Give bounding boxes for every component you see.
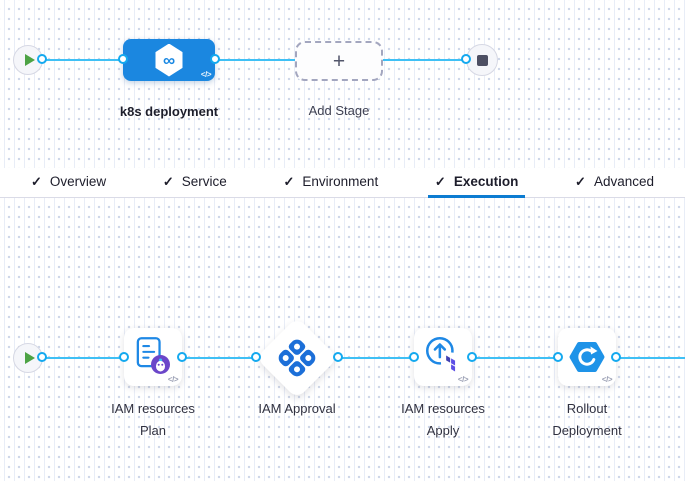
step-label: Plan [139, 423, 167, 438]
rollout-deployment-icon [569, 342, 605, 372]
stage-node-k8s-deployment[interactable]: ∞ </> [123, 39, 215, 81]
connector-line [182, 357, 256, 359]
step-label: Deployment [552, 423, 622, 438]
connector-line [616, 357, 685, 359]
connector-ring [467, 352, 477, 362]
stage-name-label: k8s deployment [119, 104, 219, 119]
connector-line [338, 357, 414, 359]
check-icon: ✓ [283, 173, 295, 189]
code-icon: </> [457, 375, 469, 384]
connector-ring [251, 352, 261, 362]
code-icon: </> [167, 375, 179, 384]
stage-canvas: ∞ </> + k8s deployment Add Stage [0, 0, 685, 168]
add-stage-label: Add Stage [308, 103, 370, 118]
terraform-logo [446, 355, 456, 372]
play-icon [24, 352, 35, 364]
connector-line [215, 59, 295, 61]
tab-execution[interactable]: ✓ Execution [427, 168, 526, 198]
tab-environment[interactable]: ✓ Environment [283, 173, 379, 190]
tab-service[interactable]: ✓ Service [162, 173, 227, 190]
connector-line [472, 357, 558, 359]
terraform-apply-icon [425, 336, 461, 373]
stage-tab-bar: ✓ Overview ✓ Service ✓ Environment ✓ Exe… [0, 168, 685, 198]
step-label: IAM Approval [258, 401, 336, 416]
cd-stage-icon: ∞ [155, 43, 183, 77]
step-label: IAM resources [111, 401, 195, 416]
connector-ring [553, 352, 563, 362]
step-rollout-deployment[interactable]: </> [558, 328, 616, 386]
connector-ring [118, 54, 128, 64]
check-icon: ✓ [434, 173, 446, 189]
connector-ring [409, 352, 419, 362]
connector-line [42, 59, 123, 61]
connector-ring [119, 352, 129, 362]
step-terraform-apply[interactable]: </> [414, 328, 472, 386]
connector-ring [37, 352, 47, 362]
connector-ring [210, 54, 220, 64]
stop-icon [476, 54, 488, 66]
plan-owl-badge-icon [151, 355, 170, 374]
connector-ring [611, 352, 621, 362]
pipeline-end-node[interactable] [466, 44, 498, 76]
connector-ring [37, 54, 47, 64]
code-icon: </> [601, 375, 613, 384]
connector-line [42, 357, 124, 359]
play-icon [24, 54, 35, 66]
plus-icon: + [332, 49, 346, 73]
check-icon: ✓ [31, 173, 42, 189]
add-stage-button[interactable]: + [295, 41, 383, 81]
tab-advanced[interactable]: ✓ Advanced [575, 173, 654, 190]
approval-icon [275, 336, 319, 380]
connector-line [383, 59, 466, 61]
connector-ring [177, 352, 187, 362]
step-terraform-plan[interactable]: </> [124, 328, 182, 386]
connector-ring [333, 352, 343, 362]
step-label: Rollout [566, 401, 608, 416]
tab-overview[interactable]: ✓ Overview [31, 173, 107, 190]
step-label: Apply [426, 423, 460, 438]
check-icon: ✓ [575, 173, 586, 189]
step-label: IAM resources [401, 401, 485, 416]
code-icon: </> [200, 70, 212, 79]
check-icon: ✓ [162, 173, 174, 189]
connector-ring [461, 54, 471, 64]
